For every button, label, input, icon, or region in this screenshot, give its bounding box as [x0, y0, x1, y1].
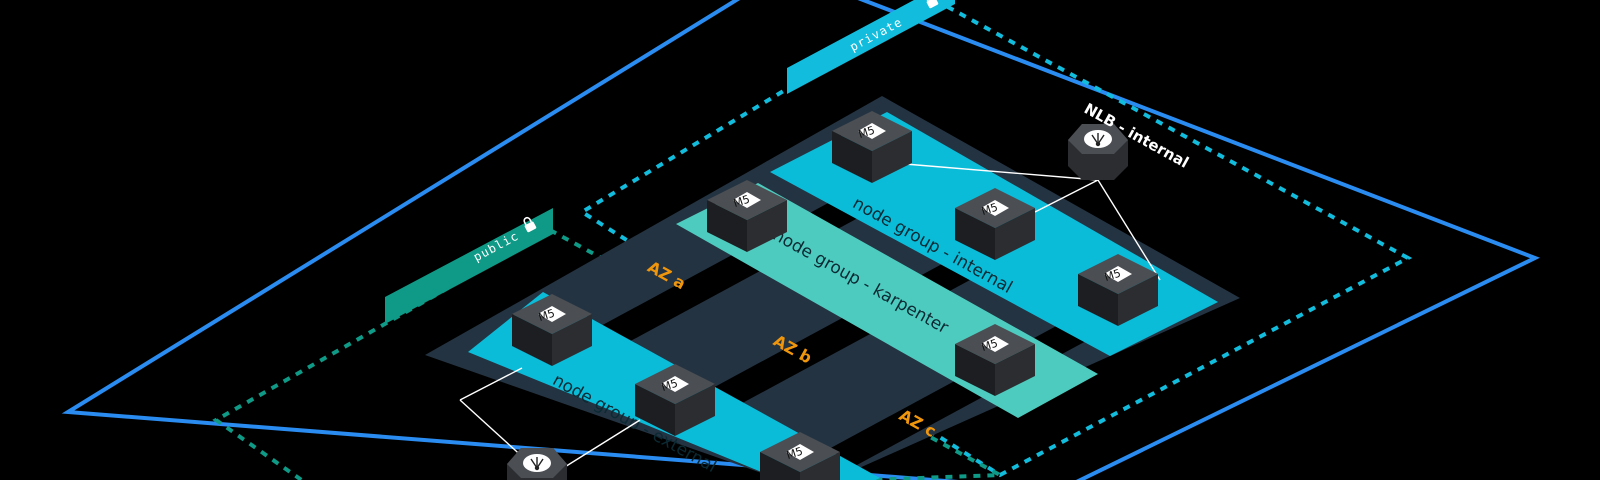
vpc-boundary [61, 0, 1541, 480]
m5-node: M5 [707, 180, 787, 252]
m5-node: M5 [760, 432, 840, 480]
nlb-internal [1068, 124, 1128, 180]
m5-node: M5 [955, 324, 1035, 396]
private-subnet-tag: private [787, 0, 955, 94]
lock-icon [925, 0, 939, 9]
m5-node: M5 [832, 111, 912, 183]
svg-text:M5: M5 [660, 377, 680, 394]
svg-text:M5: M5 [980, 337, 1000, 354]
nlb-external [507, 448, 567, 480]
svg-text:M5: M5 [537, 307, 557, 324]
private-subnet-boundary [578, 0, 1413, 478]
svg-text:M5: M5 [980, 201, 1000, 218]
m5-node: M5 [1078, 254, 1158, 326]
m5-node: M5 [512, 294, 592, 366]
nlb-internal-connections [904, 163, 1161, 281]
load-balancer-icon [1084, 130, 1112, 148]
load-balancer-icon [523, 454, 551, 472]
svg-text:M5: M5 [732, 193, 752, 210]
m5-node: M5 [635, 364, 715, 436]
svg-text:M5: M5 [785, 445, 805, 462]
lock-icon [523, 216, 537, 233]
svg-text:M5: M5 [1103, 267, 1123, 284]
svg-text:M5: M5 [857, 124, 877, 141]
m5-node: M5 [955, 188, 1035, 260]
